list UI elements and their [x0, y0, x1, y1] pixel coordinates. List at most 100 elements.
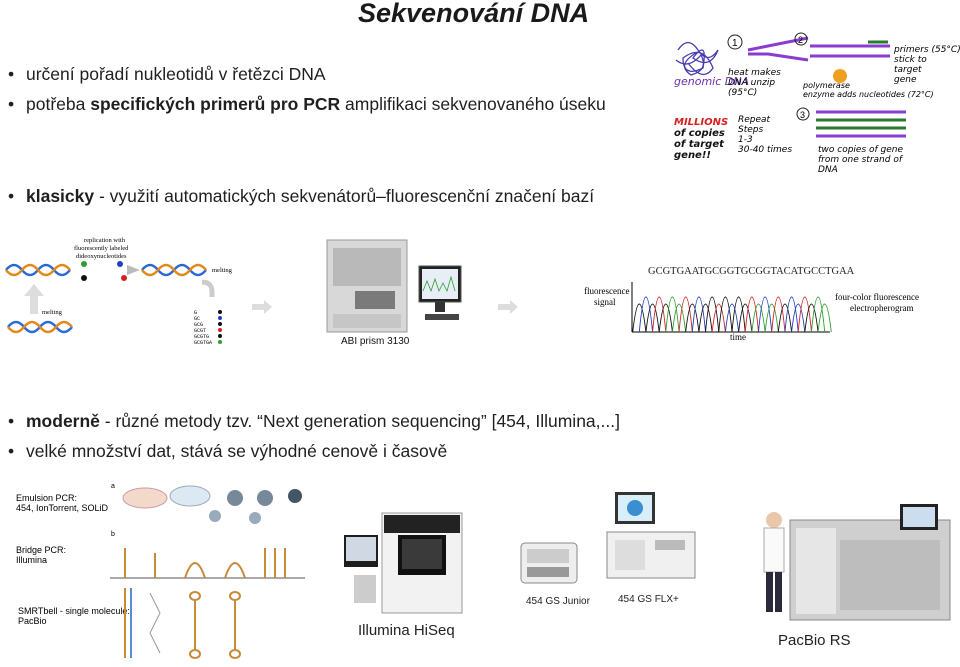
panel-label-a: a [111, 483, 115, 490]
bullet-text: amplifikaci sekvenovaného úseku [340, 94, 606, 114]
arrow-down-icon [201, 279, 215, 297]
pacbio-caption: PacBio RS [778, 632, 851, 649]
peak-trace [797, 296, 812, 333]
peak-traces [632, 296, 832, 333]
peak-trace [638, 296, 653, 333]
peak-trace [811, 296, 826, 333]
emulsion-label: Emulsion PCR: 454, IonTorrent, SOLiD [16, 493, 108, 513]
peak-trace [678, 296, 693, 333]
bullet-text: potřeba [26, 94, 91, 114]
electropherogram: GCGTGAATGCGGTGCGGTACATGCCTGAA fluorescen… [584, 266, 919, 342]
dna-helix-2 [141, 263, 207, 277]
peak-trace [751, 303, 766, 333]
svg-text:GCG: GCG [194, 322, 203, 328]
bullet-primers: • potřeba specifických primerů pro PCR am… [8, 94, 606, 115]
peak-trace [685, 303, 700, 333]
gs-junior-image [520, 542, 578, 584]
peak-trace [777, 303, 793, 333]
pacbio-rs-image [763, 504, 951, 621]
bullet-definition: • určení pořadí nukleotidů v řetězci DNA [8, 64, 326, 85]
panel-label-b: b [111, 531, 115, 538]
peak-trace [724, 303, 740, 333]
smrtbell-diagram [124, 588, 241, 659]
peak-trace [791, 303, 806, 333]
abi-sequencer-image [326, 239, 462, 333]
arrow-up-icon [30, 294, 38, 314]
melting-label-left: melting [42, 309, 63, 316]
emulsion-sub: 454, IonTorrent, SOLiD [16, 503, 109, 513]
arrow-right-icon [498, 300, 518, 314]
arrow-right-icon [127, 265, 140, 275]
peak-trace [744, 296, 759, 333]
bullet-text: velké množství dat, stává se výhodné cen… [26, 441, 448, 461]
emulsion-beads [122, 485, 302, 524]
dna-helix-1 [5, 263, 71, 277]
peak-trace [671, 303, 687, 333]
svg-text:GCGTG: GCGTG [194, 334, 209, 340]
peak-trace [645, 303, 660, 333]
ddntp-legend [81, 261, 127, 281]
peak-trace [764, 303, 779, 333]
time-label: time [730, 332, 746, 342]
unzipped-dna [747, 36, 809, 62]
bullet-dot: • [8, 441, 15, 461]
bridge-title: Bridge PCR: [16, 545, 67, 555]
bullet-bold: specifických primerů pro PCR [90, 94, 341, 114]
dna-helix-3 [7, 320, 73, 334]
bullet-bold: klasicky [26, 186, 95, 206]
bullet-text: určení pořadí nukleotidů v řetězci DNA [26, 64, 326, 84]
peak-trace [738, 303, 753, 333]
bullet-text: - využití automatických sekvenátorů–fluo… [94, 186, 595, 206]
peak-trace [658, 303, 673, 333]
bullet-dot: • [8, 411, 15, 431]
step-number-3: 3 [800, 110, 805, 120]
peak-trace [652, 296, 667, 333]
bullet-dot: • [8, 94, 15, 114]
smrt-label: SMRTbell - single molecule: PacBio [18, 606, 130, 626]
peak-trace [665, 296, 680, 333]
smrt-title: SMRTbell - single molecule: [18, 606, 130, 616]
bullet-dot: • [8, 64, 15, 84]
bullet-modern: •moderně - různé metody tzv. “Next gener… [8, 411, 620, 432]
peak-trace [632, 303, 647, 333]
peak-trace [731, 296, 746, 333]
svg-text:GCGTGA: GCGTGA [194, 340, 212, 346]
bridge-clusters [110, 548, 305, 579]
copied-strands [816, 110, 906, 138]
step-number-1: 1 [732, 38, 738, 49]
step-number-2: 2 [798, 35, 803, 45]
melting-label-top: melting [212, 267, 233, 274]
bullet-bold: moderně [26, 411, 100, 431]
sequence-text: GCGTGAATGCGGTGCGGTACATGCCTGAA [648, 266, 855, 277]
polymerase-icon [833, 69, 847, 83]
peak-trace [718, 296, 733, 333]
bullet-data: • velké množství dat, stává se výhodné ce… [8, 441, 447, 462]
ngs-methods-diagram: a b [110, 483, 305, 659]
hiseq-caption: Illumina HiSeq [358, 622, 455, 639]
gs-flx-image [606, 492, 696, 579]
svg-text:G: G [194, 310, 197, 316]
peak-trace [817, 303, 832, 333]
bullet-classic: •klasicky - využití automatických sekven… [8, 186, 594, 207]
peak-trace [758, 296, 773, 333]
illumina-hiseq-image [344, 512, 463, 614]
gs-junior-caption: 454 GS Junior [526, 596, 590, 607]
page-title: Sekvenování DNA [358, 0, 590, 28]
svg-text:GCGT: GCGT [194, 328, 206, 334]
gs-flx-caption: 454 GS FLX+ [618, 594, 679, 605]
genomic-dna-label: genomic DNA [674, 75, 749, 88]
genomic-dna-tangle [675, 41, 719, 76]
peak-trace [691, 296, 706, 333]
peak-trace [705, 296, 720, 333]
peak-trace [804, 303, 819, 333]
